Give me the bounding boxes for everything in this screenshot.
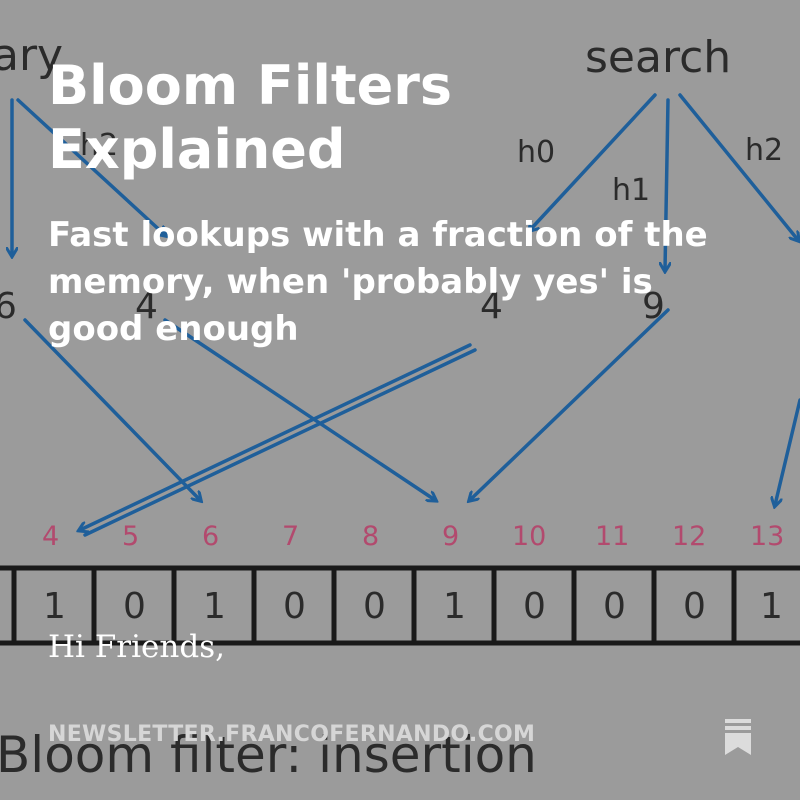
bit-index: 9 bbox=[442, 521, 459, 552]
value-label-6: 6 bbox=[0, 286, 17, 327]
publication-domain-link[interactable]: NEWSLETTER.FRANCOFERNANDO.COM bbox=[48, 722, 536, 747]
bit-index: 8 bbox=[362, 521, 379, 552]
bit-value: 1 bbox=[443, 586, 466, 627]
bit-index: 6 bbox=[202, 521, 219, 552]
bit-index: 10 bbox=[512, 521, 546, 552]
value-label-4-right: 4 bbox=[480, 286, 503, 327]
bit-value: 1 bbox=[760, 586, 783, 627]
hash-label-h0: h0 bbox=[517, 135, 555, 170]
bit-index: 11 bbox=[595, 521, 629, 552]
post-greeting: Hi Friends, bbox=[48, 629, 225, 665]
hash-label-h2-left: h2 bbox=[80, 128, 118, 163]
bit-value: 0 bbox=[523, 586, 546, 627]
diagram-search-label: search bbox=[585, 32, 731, 83]
bookmark-icon bbox=[725, 719, 751, 755]
bit-value: 0 bbox=[363, 586, 386, 627]
bit-index-row: 4 5 6 7 8 9 10 11 12 13 bbox=[42, 521, 784, 552]
post-title[interactable]: Bloom Filters Explained bbox=[48, 54, 453, 181]
post-subtitle: Fast lookups with a fraction of the memo… bbox=[48, 215, 708, 349]
bit-array bbox=[0, 565, 800, 646]
bit-index: 5 bbox=[122, 521, 139, 552]
bit-value: 0 bbox=[683, 586, 706, 627]
bit-index: 4 bbox=[42, 521, 59, 552]
bit-value-row: 1 0 1 0 0 1 0 0 0 1 bbox=[43, 586, 783, 627]
bit-value: 1 bbox=[43, 586, 66, 627]
hash-label-h1: h1 bbox=[612, 173, 650, 208]
diagram-arrows bbox=[12, 93, 800, 537]
diagram-left-label: ary bbox=[0, 30, 63, 81]
bit-index: 12 bbox=[672, 521, 706, 552]
bit-value: 0 bbox=[283, 586, 306, 627]
bit-index: 13 bbox=[750, 521, 784, 552]
bit-value: 1 bbox=[203, 586, 226, 627]
value-label-4-left: 4 bbox=[135, 286, 158, 327]
bit-index: 7 bbox=[282, 521, 299, 552]
diagram-caption: Bloom filter: insertion bbox=[0, 726, 537, 784]
hash-label-h2: h2 bbox=[745, 133, 783, 168]
bit-value: 0 bbox=[123, 586, 146, 627]
bookmark-button[interactable] bbox=[722, 717, 756, 757]
bit-value: 0 bbox=[603, 586, 626, 627]
